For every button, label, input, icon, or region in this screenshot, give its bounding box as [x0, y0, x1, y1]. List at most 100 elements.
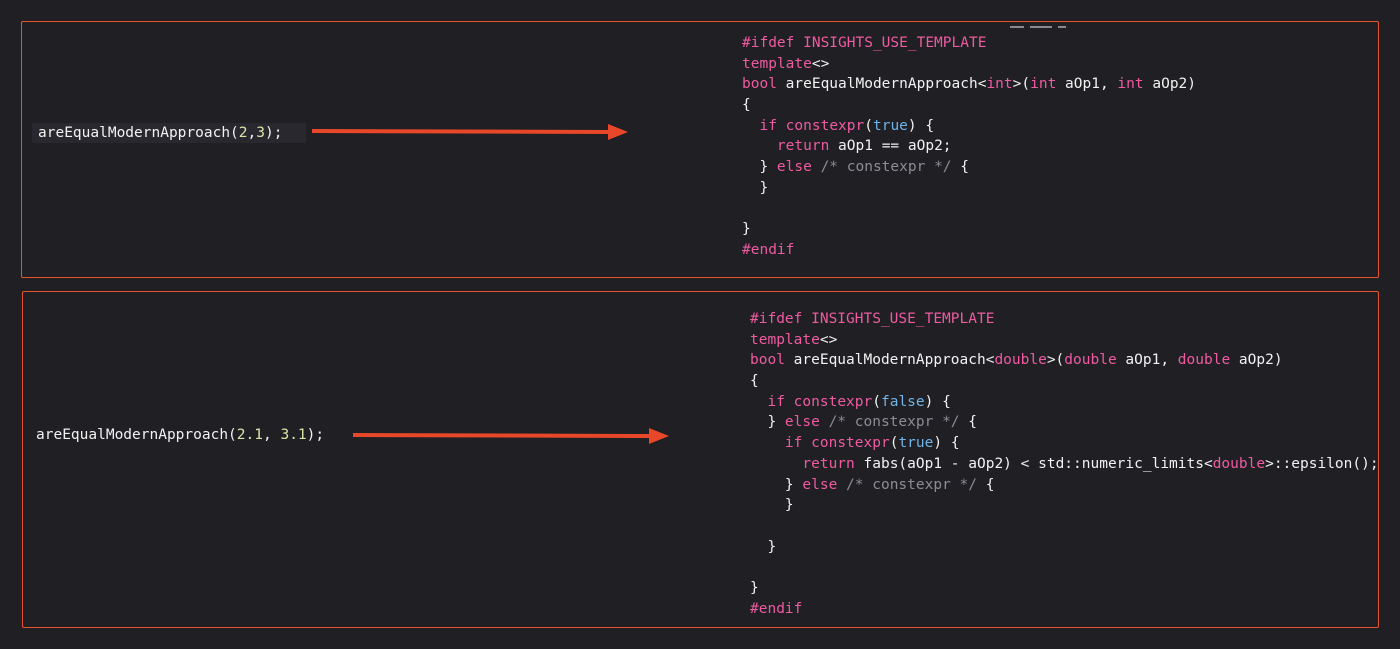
keyword-token: if [759, 117, 777, 134]
number-token: 3 [256, 125, 265, 141]
code-line: if constexpr(true) { [750, 433, 1379, 454]
code-token: } [742, 159, 777, 176]
code-token: } [742, 179, 769, 196]
code-token [820, 414, 829, 430]
code-token: aOp2) [1230, 352, 1283, 369]
keyword-token: else [776, 159, 812, 176]
code-line: } else /* constexpr */ { [742, 157, 1196, 178]
code-token: areEqualModernApproach< [776, 76, 987, 93]
code-token: { [951, 159, 969, 176]
code-token: { [750, 373, 759, 390]
code-line [742, 199, 1196, 220]
code-line: } [750, 537, 1379, 558]
code-token: ( [864, 117, 873, 134]
code-line: bool areEqualModernApproach<double>(doub… [750, 350, 1379, 371]
code-line [750, 516, 1379, 537]
keyword-token: bool [750, 352, 785, 369]
code-line: if constexpr(true) { [742, 116, 1196, 137]
arrow-right-icon [311, 124, 628, 140]
literal-token: true [898, 435, 934, 452]
code-token [750, 435, 785, 451]
keyword-token: int [1117, 76, 1144, 93]
code-token [812, 159, 821, 175]
code-line: { [742, 95, 1196, 116]
code-token: } [750, 497, 794, 514]
code-token: aOp1, [1116, 352, 1178, 369]
keyword-token: template [742, 55, 812, 72]
code-token [742, 118, 759, 134]
code-token: { [959, 414, 977, 431]
keyword-token: double [994, 352, 1047, 369]
code-token [777, 118, 786, 134]
example-panel-double [22, 291, 1379, 628]
comment-token: /* constexpr */ [828, 414, 960, 431]
code-line: } [742, 178, 1196, 199]
code-token: { [742, 97, 751, 114]
code-token: ) { [924, 393, 951, 410]
code-token: aOp2) [1143, 76, 1197, 93]
keyword-token: else [784, 414, 820, 431]
code-token: >::epsilon(); [1265, 455, 1379, 472]
code-line: } [742, 219, 1196, 240]
number-token: 2 [238, 125, 248, 141]
arrow-right-icon [352, 428, 669, 444]
keyword-token: constexpr [785, 117, 865, 134]
template-instantiation-int: #ifdef INSIGHTS_USE_TEMPLATE template<> bo… [742, 33, 1196, 261]
code-token: } [750, 476, 803, 493]
code-token: ); [265, 125, 283, 141]
comment-token: /* constexpr */ [846, 476, 977, 493]
code-token: areEqualModernApproach< [784, 352, 995, 369]
code-token: , [263, 427, 281, 443]
keyword-token: double [1064, 352, 1117, 369]
code-line: template<> [750, 330, 1379, 351]
code-line: } else /* constexpr */ { [750, 412, 1379, 433]
keyword-token: return [802, 455, 855, 472]
keyword-token: constexpr [793, 393, 873, 410]
keyword-token: #endif [750, 600, 803, 617]
code-token: ) { [933, 435, 960, 452]
literal-token: false [880, 393, 925, 410]
code-line: return fabs(aOp1 - aOp2) < std::numeric_… [750, 454, 1379, 475]
literal-token: true [872, 117, 908, 134]
keyword-token: if [784, 435, 803, 452]
code-token: <> [819, 331, 838, 348]
code-token: areEqualModernApproach( [36, 427, 237, 443]
example-panel-int [21, 21, 1379, 278]
code-line: #endif [750, 599, 1379, 620]
code-line: return aOp1 == aOp2; [742, 136, 1196, 157]
keyword-token: double [1212, 455, 1266, 472]
code-line: { [750, 371, 1379, 392]
code-token: } [750, 538, 777, 555]
code-token: ( [889, 435, 899, 452]
keyword-token: #ifdef INSIGHTS_USE_TEMPLATE [742, 35, 987, 51]
code-line: if constexpr(false) { [750, 392, 1379, 413]
code-line: } [750, 578, 1379, 599]
code-token: areEqualModernApproach( [38, 125, 239, 141]
code-line [750, 557, 1379, 578]
keyword-token: constexpr [811, 435, 890, 452]
code-line: } [750, 495, 1379, 516]
keyword-token: int [1030, 76, 1057, 93]
code-line: #ifdef INSIGHTS_USE_TEMPLATE [750, 309, 1379, 330]
keyword-token: bool [742, 76, 777, 93]
keyword-token: #ifdef INSIGHTS_USE_TEMPLATE [750, 311, 995, 327]
code-token: aOp1, [1056, 76, 1118, 93]
function-call-double: areEqualModernApproach(2.1, 3.1); [36, 425, 324, 445]
comment-token: /* constexpr */ [820, 159, 952, 176]
code-line: } else /* constexpr */ { [750, 475, 1379, 496]
keyword-token: return [776, 138, 830, 155]
code-token: <> [811, 55, 830, 72]
keyword-token: else [802, 476, 838, 493]
code-line: bool areEqualModernApproach<int>(int aOp… [742, 74, 1196, 95]
code-token: aOp1 == aOp2; [829, 138, 952, 155]
code-token: >( [1046, 352, 1065, 369]
template-instantiation-double: #ifdef INSIGHTS_USE_TEMPLATE template<>bo… [750, 309, 1379, 619]
code-token: fabs(aOp1 - aOp2) < std::numeric_limits< [854, 455, 1213, 472]
function-call-int: areEqualModernApproach(2,3); [32, 123, 307, 143]
code-token [742, 138, 777, 154]
code-token: { [977, 476, 995, 493]
number-token: 2.1 [236, 427, 263, 443]
code-line: #ifdef INSIGHTS_USE_TEMPLATE [742, 33, 1196, 54]
keyword-token: double [1177, 352, 1231, 369]
code-token: } [750, 579, 759, 596]
